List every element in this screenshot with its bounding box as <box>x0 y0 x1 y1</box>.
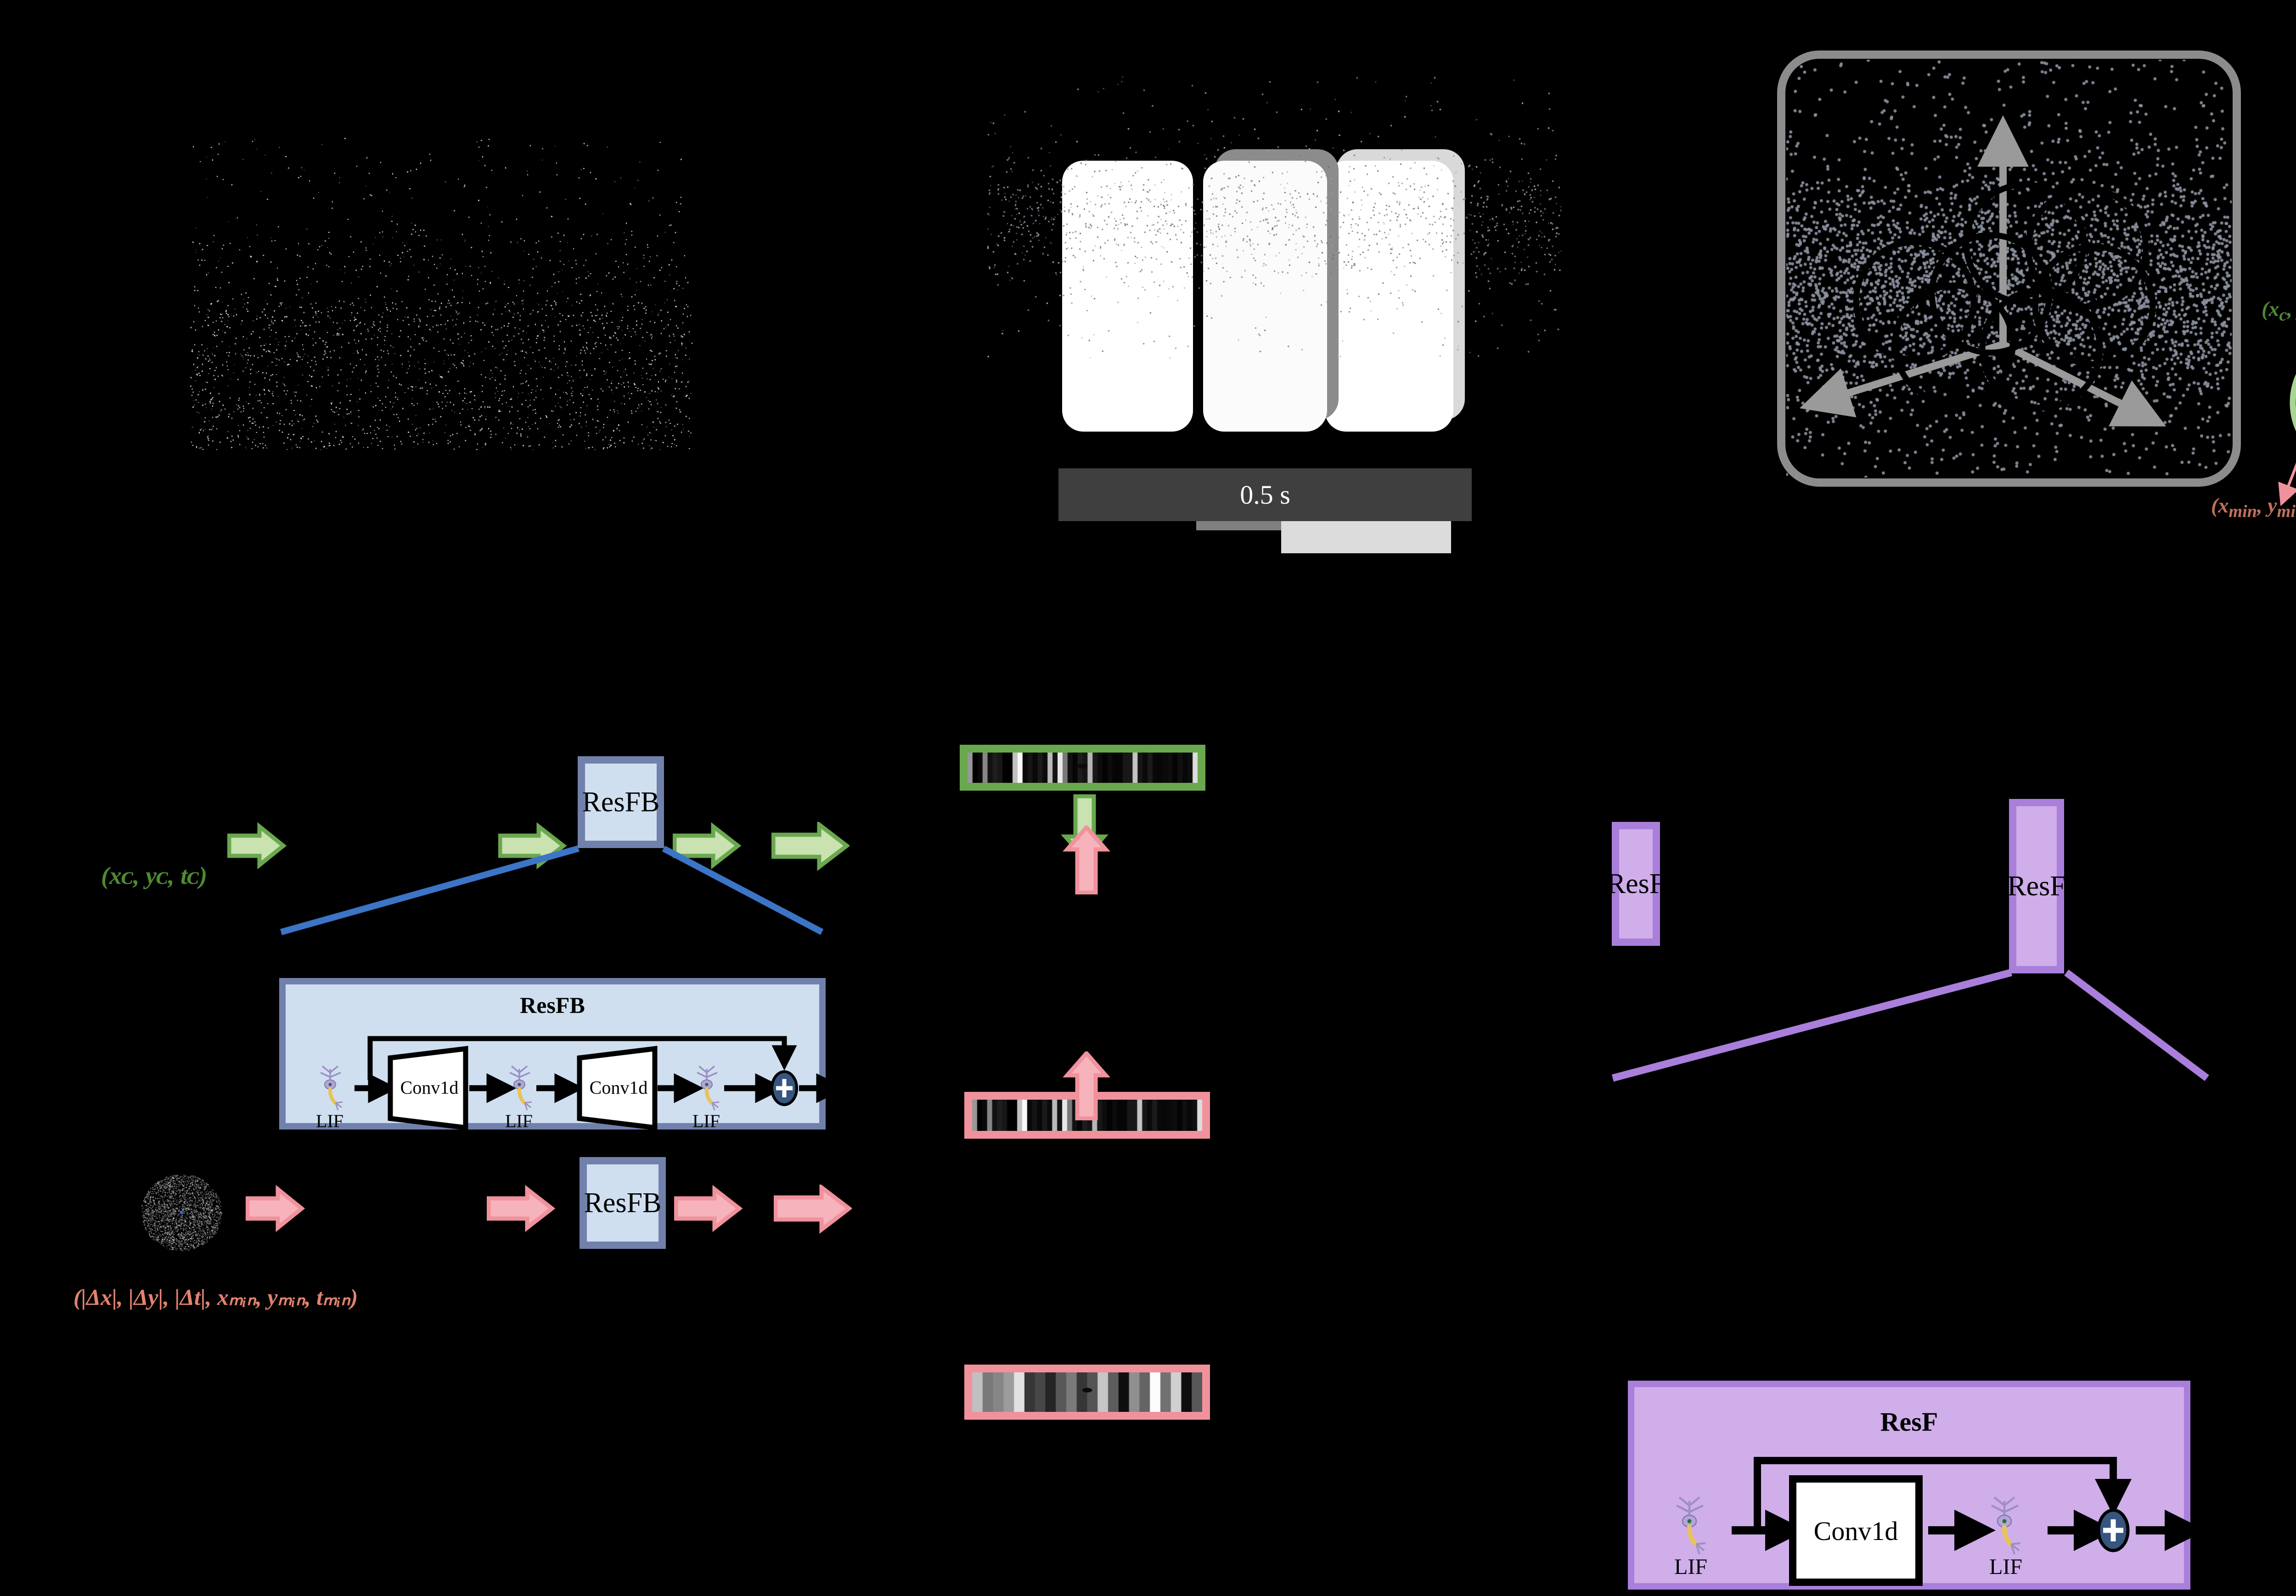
green-arrow-4 <box>771 822 850 871</box>
volume-axes-and-clusters: ✦ ✦ ✦ ✦ ✦ ✦ ✦ <box>1799 115 2167 427</box>
feature-map-green-canvas <box>968 753 1198 783</box>
slice-card-1-face <box>1062 161 1193 432</box>
conv-label-1: Conv1d <box>400 1077 459 1098</box>
conv-label-1: Conv1d <box>1813 1516 1898 1546</box>
pink-arrow-up-1 <box>1063 826 1110 894</box>
resf-callout-lines <box>1611 969 2209 1082</box>
detail-sphere-svg: ✦ ✦ <box>2278 374 2296 506</box>
lif-neuron-icon <box>697 1065 720 1111</box>
slice-card-3-face <box>1325 161 1453 432</box>
event-point-cloud <box>174 138 703 450</box>
resfb-flow-svg <box>355 1036 832 1131</box>
duration-bar: 0.5 s <box>1058 468 1472 521</box>
svg-text:✦: ✦ <box>1978 276 2003 312</box>
lif-neuron-icon <box>1991 1496 2021 1555</box>
lif-label-2: LIF <box>505 1111 533 1131</box>
local-point-cloud-wrap <box>138 1169 225 1256</box>
svg-text:✦: ✦ <box>2295 432 2296 459</box>
resf-block-1-label: ResF <box>1606 868 1666 899</box>
resf-block-2-label: ResF <box>2007 870 2066 902</box>
feature-map-pink-lower <box>964 1365 1210 1420</box>
resfb-detail-title: ResFB <box>520 992 585 1018</box>
pink-arrow-up-2 <box>1063 1051 1110 1120</box>
svg-text:✦: ✦ <box>2081 288 2106 323</box>
conv-label-2: Conv1d <box>589 1077 648 1098</box>
pink-arrow-4 <box>774 1185 852 1234</box>
pink-arrow-1 <box>246 1185 305 1232</box>
lif-neuron-icon <box>1676 1496 1706 1555</box>
resfb-block-green[interactable]: ResFB <box>578 756 664 848</box>
feature-map-pink-lower-canvas <box>972 1372 1202 1412</box>
resf-block-2[interactable]: ResF <box>2007 799 2066 973</box>
lif-label-2: LIF <box>1989 1555 2022 1579</box>
label-point-min: (xmin, ymin, tmin) <box>2211 494 2296 522</box>
slice-card-2-face <box>1203 161 1327 432</box>
svg-text:✦: ✦ <box>2012 226 2037 261</box>
resfb-callout-lines <box>280 845 824 935</box>
svg-text:✦: ✦ <box>1941 327 1966 362</box>
label-input-centroid: (xᴄ, yᴄ, tᴄ) <box>101 862 208 889</box>
lif-neuron-icon <box>509 1065 532 1111</box>
resf-block-1[interactable]: ResF <box>1607 822 1665 946</box>
resfb-block-pink-label: ResFB <box>584 1187 662 1219</box>
resfb-block-pink[interactable]: ResFB <box>580 1157 666 1249</box>
panel-raw-event-cloud <box>174 138 703 450</box>
svg-text:✦: ✦ <box>2074 230 2099 266</box>
lif-label-3: LIF <box>692 1111 720 1131</box>
resf-detail-panel: ResF LIF Conv1d <box>1628 1381 2197 1590</box>
svg-text:✦: ✦ <box>1902 283 1927 319</box>
label-sphere-centroid: (xc, yc, tc) <box>2262 297 2292 325</box>
panel-ball-query: ✦ ✦ ✦ ✦ ✦ ✦ ✦ <box>1777 51 2241 487</box>
lif-label-1: LIF <box>1674 1555 1707 1579</box>
pink-arrow-2 <box>487 1185 556 1232</box>
local-point-cloud <box>138 1169 225 1256</box>
lif-label-1: LIF <box>316 1111 343 1131</box>
event-volume-box <box>1777 51 2241 487</box>
resfb-detail-panel: ResFB <box>279 978 832 1131</box>
label-input-relative: (|Δx|, |Δy|, |Δt|, xₘᵢₙ, yₘᵢₙ, tₘᵢₙ) <box>73 1284 358 1310</box>
svg-text:✦: ✦ <box>2028 332 2054 367</box>
lif-neuron-icon <box>320 1065 343 1111</box>
green-arrow-1 <box>227 822 287 870</box>
pink-arrow-3 <box>674 1185 743 1232</box>
duration-label: 0.5 s <box>1240 480 1290 510</box>
feature-map-green <box>960 745 1205 791</box>
resfb-block-green-label: ResFB <box>582 786 660 818</box>
ball-query-detail: ✦ ✦ (xc, yc, tc) (x, y, t) <box>2241 294 2296 551</box>
